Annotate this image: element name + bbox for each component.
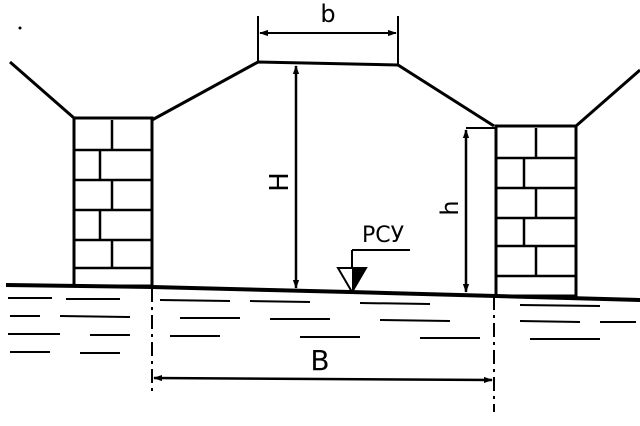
dimension-h: h xyxy=(436,127,496,293)
left-outer-arm xyxy=(9,60,75,120)
ground-line xyxy=(5,283,640,302)
label-H: H xyxy=(265,172,295,192)
label-h: h xyxy=(436,200,464,215)
water-lines xyxy=(8,297,636,354)
right-outer-arm xyxy=(575,68,640,128)
dimension-H: H xyxy=(265,65,300,289)
left-brick-pier xyxy=(72,116,154,288)
arch-outline xyxy=(151,60,495,128)
dimension-b: b xyxy=(257,0,399,65)
water-level-marker: РСУ xyxy=(336,223,410,294)
label-B: B xyxy=(310,344,329,377)
right-brick-pier xyxy=(494,124,578,298)
label-b: b xyxy=(320,0,335,28)
dimension-B: B xyxy=(151,288,495,412)
label-water-level: РСУ xyxy=(362,223,405,248)
stray-mark xyxy=(18,26,22,30)
